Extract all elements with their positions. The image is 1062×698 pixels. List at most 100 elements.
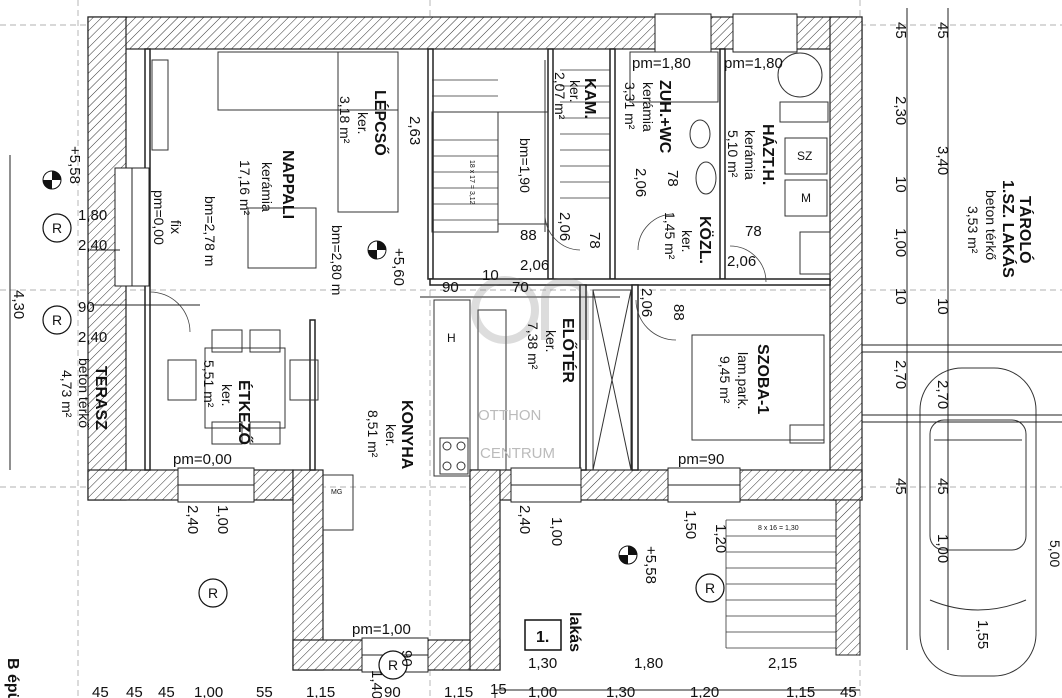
- room-name: ZUH.+WC: [656, 80, 673, 154]
- dim-text: 1,00: [934, 534, 951, 563]
- r-label: R: [388, 657, 398, 673]
- dim-text: 10: [934, 298, 951, 315]
- windows: [114, 13, 798, 673]
- r-label: R: [208, 585, 218, 601]
- dim-text: 1,40: [368, 670, 385, 698]
- level-label: +5,60: [390, 248, 407, 286]
- dim-text: 3,40: [934, 146, 951, 175]
- dim-text: 10: [892, 288, 909, 305]
- dim-text: 2,30: [892, 96, 909, 125]
- dim-text: 1,50: [682, 510, 699, 539]
- dim-text: 2,40: [516, 505, 533, 534]
- sz-icon: SZ: [797, 149, 812, 163]
- r-label: R: [52, 312, 62, 328]
- dim-text: 1,80: [78, 207, 107, 224]
- door-swings: [149, 213, 767, 341]
- edge-note: 5,00: [1047, 540, 1062, 567]
- room-area: 3,31 m²: [622, 82, 638, 130]
- dim-text: 1,20: [690, 684, 719, 698]
- dim-text: 2,40: [78, 237, 107, 254]
- dim-text: 1,00: [214, 505, 231, 534]
- room-area: 9,45 m²: [717, 356, 733, 404]
- dim-text: 10: [482, 267, 499, 284]
- room-floor: kerámia: [742, 130, 758, 180]
- room-name: KONYHA: [398, 400, 415, 470]
- room-area: 3,18 m²: [337, 96, 353, 144]
- dim-text: 70: [512, 279, 529, 296]
- room-subname: 1.SZ. LAKÁS: [999, 180, 1018, 278]
- dim-text: 1,20: [712, 524, 729, 553]
- room-name: TÁROLÓ: [1016, 196, 1035, 264]
- room-floor: ker.: [355, 112, 371, 135]
- room-area: 8,51 m²: [365, 410, 381, 458]
- room-area: 5,10 m²: [725, 130, 741, 178]
- room-area: 2,07 m²: [552, 72, 568, 120]
- room-floor: ker.: [383, 424, 399, 447]
- mg-icon: MG: [331, 489, 342, 496]
- dimension-labels: 45 45 2,30 3,40 10 1,00 10 10 2,70 2,70 …: [10, 22, 991, 698]
- h-icon: H: [447, 331, 456, 345]
- dim-text: 45: [892, 22, 909, 39]
- dim-text: 78: [664, 170, 681, 187]
- exterior-walls: [87, 16, 863, 671]
- dim-text: 1,80: [634, 655, 663, 672]
- r-label: R: [705, 580, 715, 596]
- room-floor: ker.: [543, 330, 559, 353]
- room-name: NAPPALI: [279, 150, 296, 219]
- pm-label: pm=0,00: [151, 190, 167, 245]
- room-name: TERASZ: [92, 366, 109, 430]
- dim-text: 1,15: [306, 684, 335, 698]
- terrace-lines: [862, 344, 1062, 423]
- room-area: 3,53 m²: [965, 206, 981, 254]
- furniture: [151, 51, 831, 531]
- level-label: +5,58: [642, 546, 659, 584]
- level-label: +5,58: [66, 146, 83, 184]
- dim-text: 88: [670, 304, 687, 321]
- room-name: HÁZT.H.: [759, 124, 778, 185]
- stair-note: 8 x 16 = 1,30: [758, 525, 799, 532]
- lakas-box: [524, 619, 562, 651]
- dim-text: 90: [442, 279, 459, 296]
- dim-text: 45: [840, 684, 857, 698]
- dim-text: 45: [92, 684, 109, 698]
- dim-text: 45: [158, 684, 175, 698]
- dim-text: 1,00: [892, 228, 909, 257]
- icon-labels: SZ M H MG R R R R R: [52, 149, 812, 673]
- dim-text: 78: [586, 232, 603, 249]
- room-area: 5,51 m²: [201, 360, 217, 408]
- dim-text: 90: [398, 650, 415, 667]
- edge-note: B épü: [4, 658, 21, 698]
- room-name: KÖZL.: [696, 216, 715, 264]
- dim-text: 15: [490, 681, 507, 698]
- room-name: SZOBA-1: [754, 344, 771, 414]
- dim-text: 2,06: [638, 288, 655, 317]
- pm-label: pm=0,00: [173, 451, 232, 468]
- stair-note: 18 x 17 = 3,12: [468, 160, 475, 205]
- r-marker-icon: [42, 213, 725, 680]
- dim-text: 55: [256, 684, 273, 698]
- room-floor: ker.: [219, 384, 235, 407]
- dim-text: 45: [892, 478, 909, 495]
- dim-text: 2,40: [184, 505, 201, 534]
- lakas-word: lakás: [566, 612, 583, 652]
- pm-label: pm=1,80: [632, 55, 691, 72]
- logo-text: CENTRUM: [480, 445, 555, 462]
- logo-icon: [471, 276, 589, 344]
- pm-label: pm=1,80: [724, 55, 783, 72]
- annotations: pm=1,80 pm=1,80 pm=0,00 fix pm=0,00 pm=1…: [4, 55, 1062, 698]
- dim-text: 2,15: [768, 655, 797, 672]
- dim-text: 45: [126, 684, 143, 698]
- dim-text: 2,40: [78, 329, 107, 346]
- car-outline: [919, 367, 1037, 677]
- dim-text: 10: [892, 176, 909, 193]
- dim-text: 1,15: [444, 684, 473, 698]
- dim-text: 90: [384, 684, 401, 698]
- m-icon: M: [801, 191, 811, 205]
- stairs-outer-wall: [835, 499, 861, 656]
- dim-text: 2,06: [556, 212, 573, 241]
- dim-text: 45: [934, 478, 951, 495]
- dim-text: 1,30: [528, 655, 557, 672]
- room-height: bm=2,80 m: [329, 225, 345, 295]
- room-floor: kerámia: [259, 162, 275, 212]
